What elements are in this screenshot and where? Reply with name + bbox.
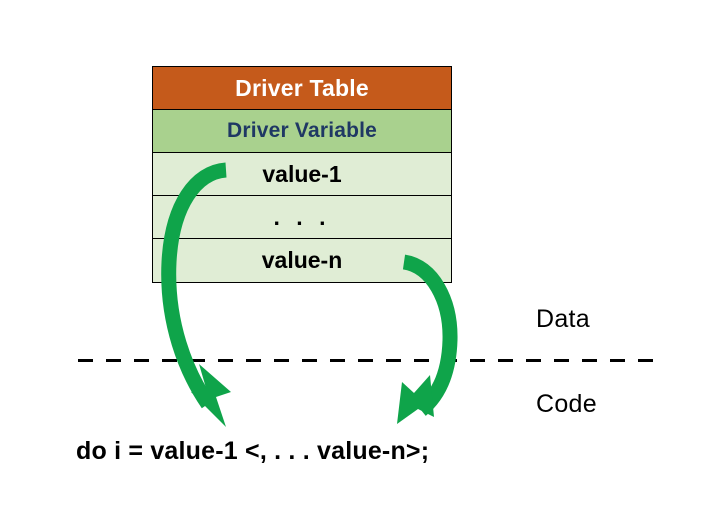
driver-variable-header: Driver Variable [153,110,451,153]
table-row-value-n: value-n [153,239,451,282]
driver-table: Driver Table Driver Variable value-1 . .… [152,66,452,283]
table-row-ellipsis: . . . [153,196,451,239]
code-statement: do i = value-1 <, . . . value-n>; [76,437,430,465]
data-region-label: Data [536,305,591,333]
table-row-value-1: value-1 [153,153,451,196]
code-region-label: Code [536,390,597,418]
driver-table-header: Driver Table [153,67,451,110]
